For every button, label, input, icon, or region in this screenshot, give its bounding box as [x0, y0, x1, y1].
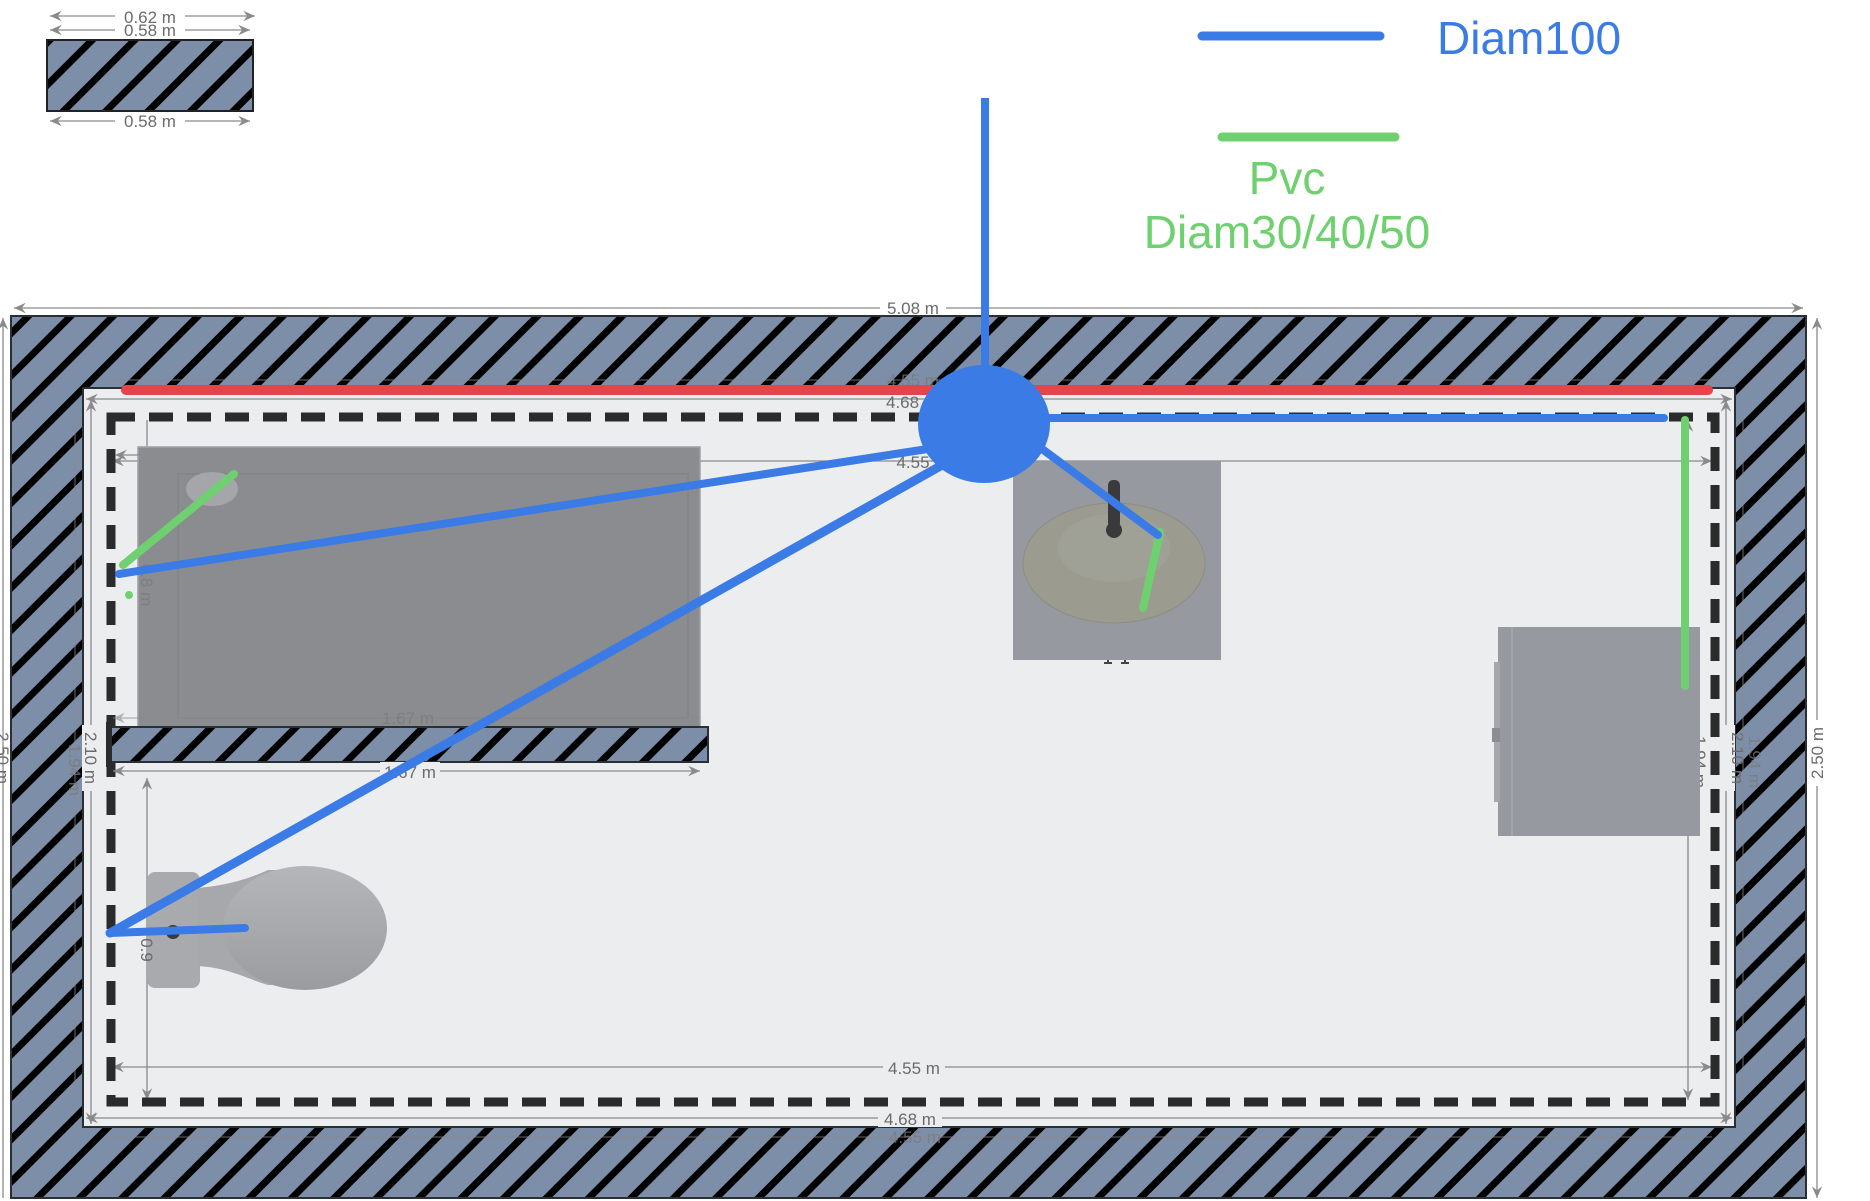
main-drain-collector	[918, 365, 1050, 483]
diam100-pipe-sink	[1026, 436, 1162, 539]
wall-dimensions: 4.55 m 4.68 m 4.55 4.55 m 4.68 m 4.55 m …	[65, 371, 1764, 1147]
toilet: 0.9	[137, 866, 387, 990]
pvc-pipe-point	[125, 591, 133, 599]
pvc-pipe-bathtub	[119, 470, 238, 569]
wall-sample-swatch	[46, 39, 254, 112]
diam100-pipe-toilet	[105, 450, 965, 938]
diam100-pipe-toilet-branch	[106, 924, 249, 937]
dim-right-inner-height-2: 1.94 m	[1745, 736, 1764, 788]
washing-machine-body	[1498, 627, 1700, 836]
pvc-pipes	[119, 416, 1689, 690]
toilet-bowl	[223, 866, 387, 990]
dim-bottom-inner-1: 4.55 m	[888, 1059, 940, 1078]
legend: Diam100 Pvc Diam30/40/50	[1144, 12, 1621, 258]
dim-left-inner-height-2: 1.94 m	[65, 744, 84, 796]
dim-bottom-inner-3: 4.55 m	[889, 1128, 941, 1147]
dim-left-outer-height: 2.50 m	[0, 732, 12, 784]
sink-bowl	[1058, 514, 1170, 582]
diam100-pipe-bathtub	[115, 440, 964, 578]
faucet-drain-icon	[1106, 522, 1122, 538]
dim-right-outer-height: 2.50 m	[1808, 727, 1827, 779]
legend-diam100-label: Diam100	[1437, 12, 1621, 64]
legend-pvc-label: Pvc	[1249, 152, 1326, 204]
wall-sample-dim-top-outer: 0.62 m	[124, 8, 176, 27]
pvc-pipe-sink	[1139, 528, 1164, 612]
dim-left-inner-height: 2.10 m	[81, 732, 100, 784]
dim-bathtub-width-top: 1.67 m	[382, 709, 434, 728]
dim-toilet-offset: 0.9	[137, 938, 156, 962]
partition-wall: 1.67 m	[106, 722, 709, 782]
dim-top-inner-3: 4.55	[896, 453, 929, 472]
wall-sample-dim-bottom: 0.58 m	[124, 112, 176, 131]
washing-machine	[1492, 627, 1700, 836]
diam100-pipes	[105, 98, 1668, 938]
legend-pvc-diameter-label: Diam30/40/50	[1144, 206, 1430, 258]
bathtub: 0.8 m 1.67 m	[113, 446, 701, 729]
dim-bottom-inner-2: 4.68 m	[884, 1110, 936, 1129]
partition-wall-body	[107, 726, 709, 763]
wall-sample-dim-top-inner: 0.58 m	[124, 21, 176, 40]
dim-outer-width: 5.08 m	[887, 299, 939, 318]
dim-right-inner-height: 2.10 m	[1728, 732, 1747, 784]
wall-sample: 0.62 m 0.58 m 0.58 m	[46, 8, 255, 131]
sink	[1013, 461, 1221, 664]
outer-dimensions: 5.08 m 2.50 m 2.50 m	[0, 298, 1828, 1198]
sink-feet-icon	[1104, 660, 1129, 664]
